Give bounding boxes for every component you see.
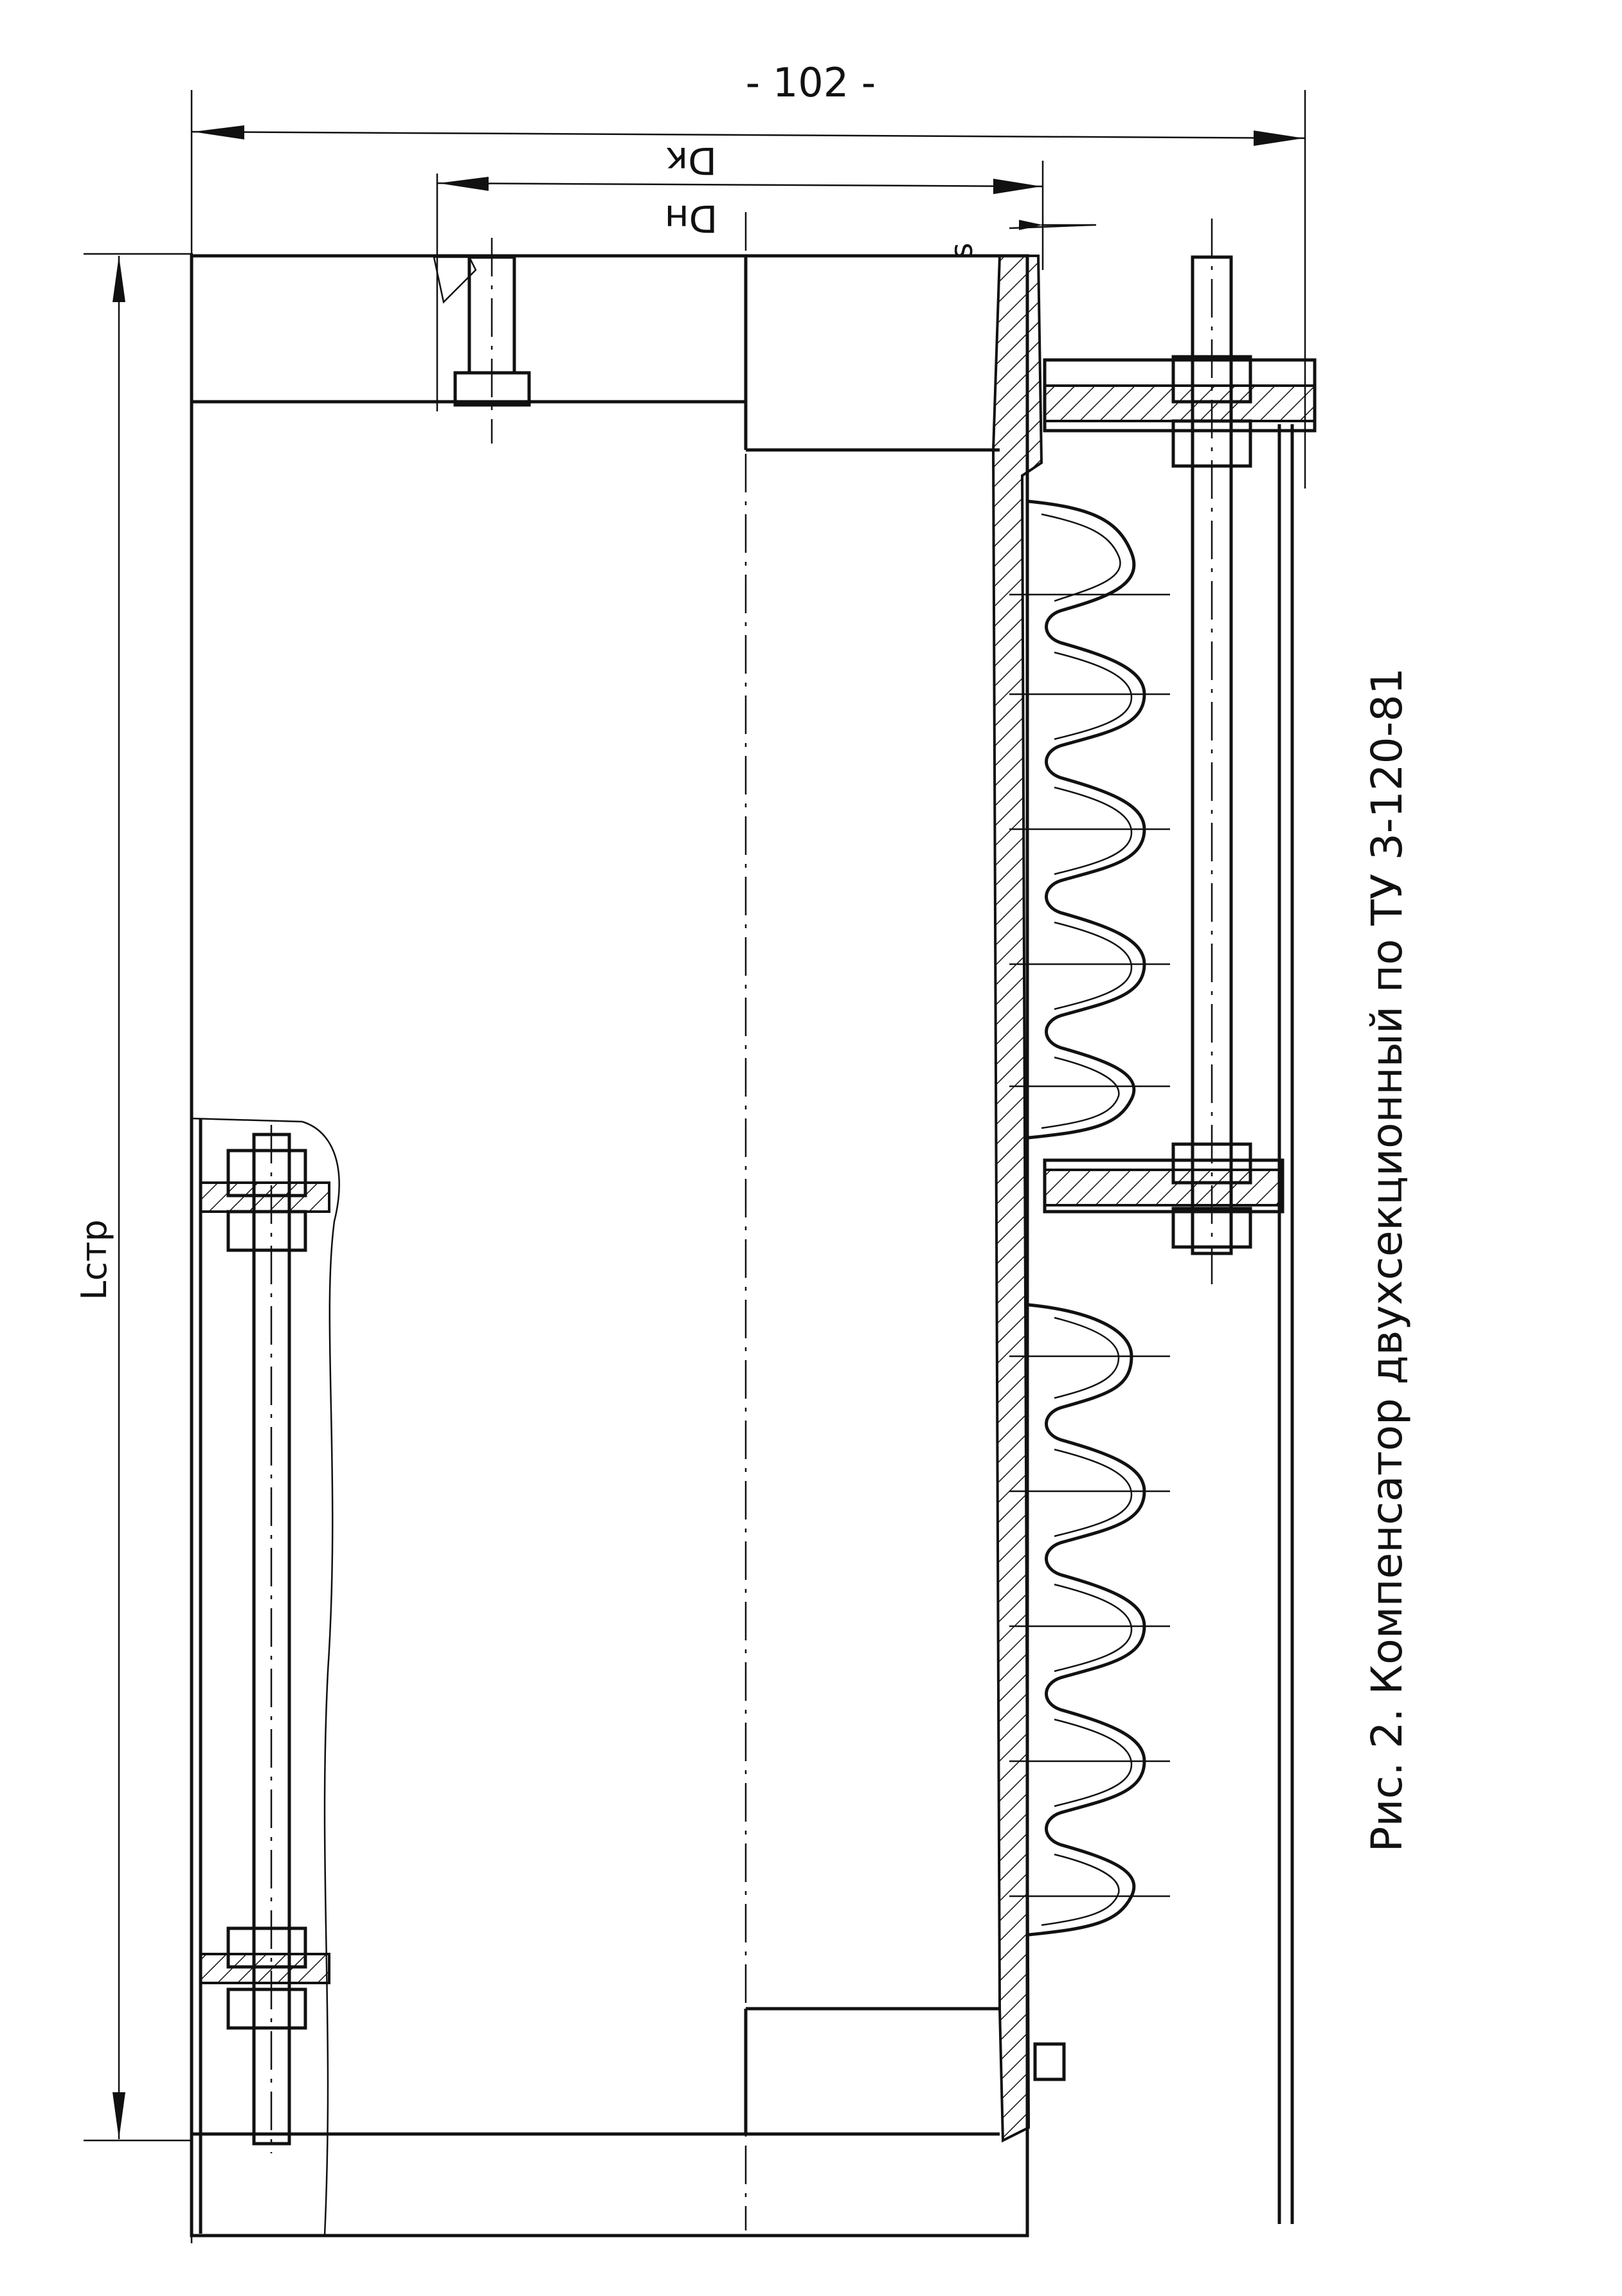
wall-thickness-dimension: s <box>944 220 1096 259</box>
outer-shell <box>1043 358 1317 2224</box>
figure-caption: Рис. 2. Компенсатор двухсекционный по ТУ… <box>1362 668 1412 1852</box>
convolution-centerlines <box>1009 593 1170 1897</box>
top-bolt <box>433 238 531 444</box>
inner-diameter-label: Dн <box>665 197 718 240</box>
diameter-labels: Dк Dн <box>665 139 718 240</box>
bellows-upper <box>1028 499 1146 1140</box>
length-label: Lстр <box>74 1219 114 1300</box>
page-number: - 102 - <box>746 59 876 106</box>
compensator-body <box>190 254 1043 2238</box>
right-tie-rod <box>1171 219 1252 1286</box>
inner-diameter-dimension <box>436 161 1044 411</box>
left-tie-rod <box>199 1125 330 2153</box>
length-dimension: Lстр <box>74 253 193 2142</box>
bellows-lower <box>1028 1303 1146 1937</box>
drain-nozzle <box>1033 2042 1066 2081</box>
outer-diameter-label: Dк <box>665 139 717 183</box>
